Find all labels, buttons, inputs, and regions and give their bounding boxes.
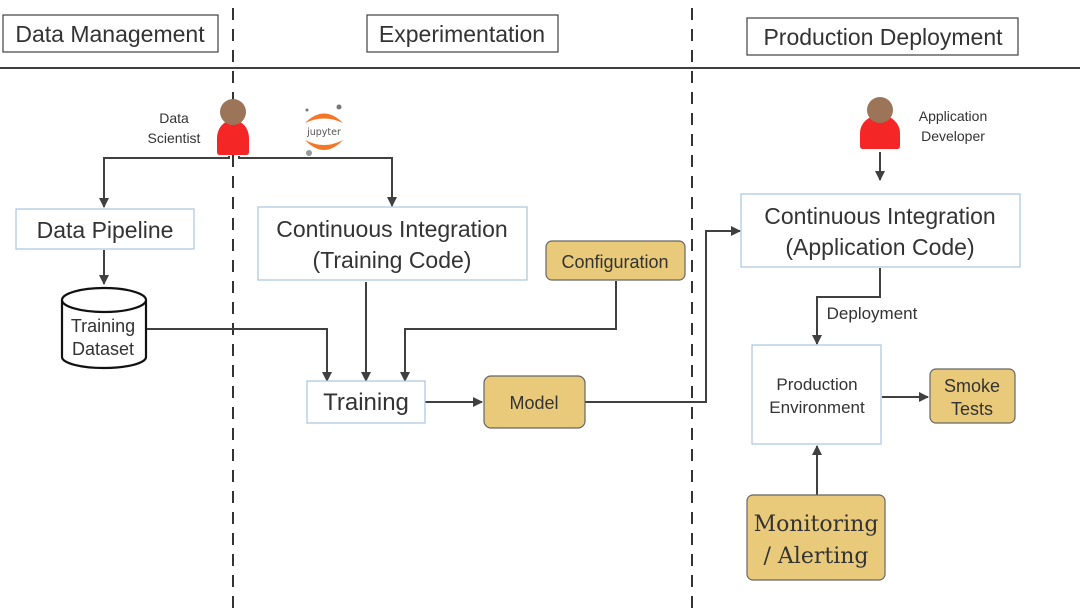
svg-text:(Application Code): (Application Code) (785, 234, 974, 260)
svg-text:Model: Model (509, 393, 558, 413)
data-scientist-actor: Data Scientist (148, 99, 249, 155)
application-developer-actor: Application Developer (860, 97, 987, 149)
svg-text:Continuous Integration: Continuous Integration (276, 216, 507, 242)
model-node: Model (483, 375, 586, 429)
edge-dataset-to-training (145, 328, 332, 382)
svg-text:Production Deployment: Production Deployment (763, 24, 1003, 50)
svg-text:Training: Training (323, 389, 409, 416)
svg-text:Training: Training (71, 316, 135, 336)
svg-text:Configuration: Configuration (561, 252, 668, 272)
person-icon (860, 97, 900, 149)
database-icon (60, 286, 148, 370)
svg-text:Experimentation: Experimentation (379, 21, 545, 47)
svg-text:/ Alerting: / Alerting (764, 544, 869, 569)
svg-text:(Training Code): (Training Code) (313, 247, 472, 273)
svg-text:Dataset: Dataset (72, 339, 134, 359)
edge-configuration-to-training (400, 281, 617, 382)
lane-title-experimentation: Experimentation (366, 14, 559, 53)
lane-title-data-management: Data Management (2, 14, 219, 53)
production-environment-node: Production Environment (751, 344, 882, 445)
svg-text:Continuous Integration: Continuous Integration (764, 203, 995, 229)
svg-text:Smoke: Smoke (944, 376, 1000, 396)
monitoring-alerting-node: Monitoring / Alerting (746, 494, 886, 581)
svg-text:jupyter: jupyter (306, 127, 341, 138)
deployment-label: Deployment (827, 304, 918, 323)
lane-title-production-deployment: Production Deployment (746, 17, 1019, 56)
ci-training-node: Continuous Integration (Training Code) (257, 206, 528, 281)
training-node: Training (306, 380, 426, 424)
edge-scientist-to-ci-training (238, 156, 397, 207)
smoke-tests-node: Smoke Tests (929, 368, 1016, 424)
actor-label-line1: Application (919, 108, 988, 124)
svg-text:Tests: Tests (951, 399, 993, 419)
svg-text:Data Management: Data Management (15, 21, 205, 47)
edge-scientist-to-pipeline (99, 156, 230, 208)
svg-text:Monitoring: Monitoring (754, 512, 879, 537)
training-dataset-node: Training Dataset (60, 286, 148, 370)
person-icon (217, 99, 249, 155)
ci-application-node: Continuous Integration (Application Code… (740, 193, 1021, 268)
edge-model-to-ci-application (585, 226, 741, 403)
jupyter-icon: jupyter (305, 104, 343, 156)
actor-label-line2: Scientist (148, 130, 201, 146)
actor-label-line2: Developer (921, 128, 985, 144)
svg-text:Data Pipeline: Data Pipeline (37, 217, 174, 243)
svg-text:Production: Production (776, 375, 857, 394)
actor-label-line1: Data (159, 110, 189, 126)
edge-deployment (812, 268, 881, 345)
svg-text:Environment: Environment (769, 398, 865, 417)
data-pipeline-node: Data Pipeline (15, 208, 195, 250)
configuration-node: Configuration (545, 240, 686, 281)
